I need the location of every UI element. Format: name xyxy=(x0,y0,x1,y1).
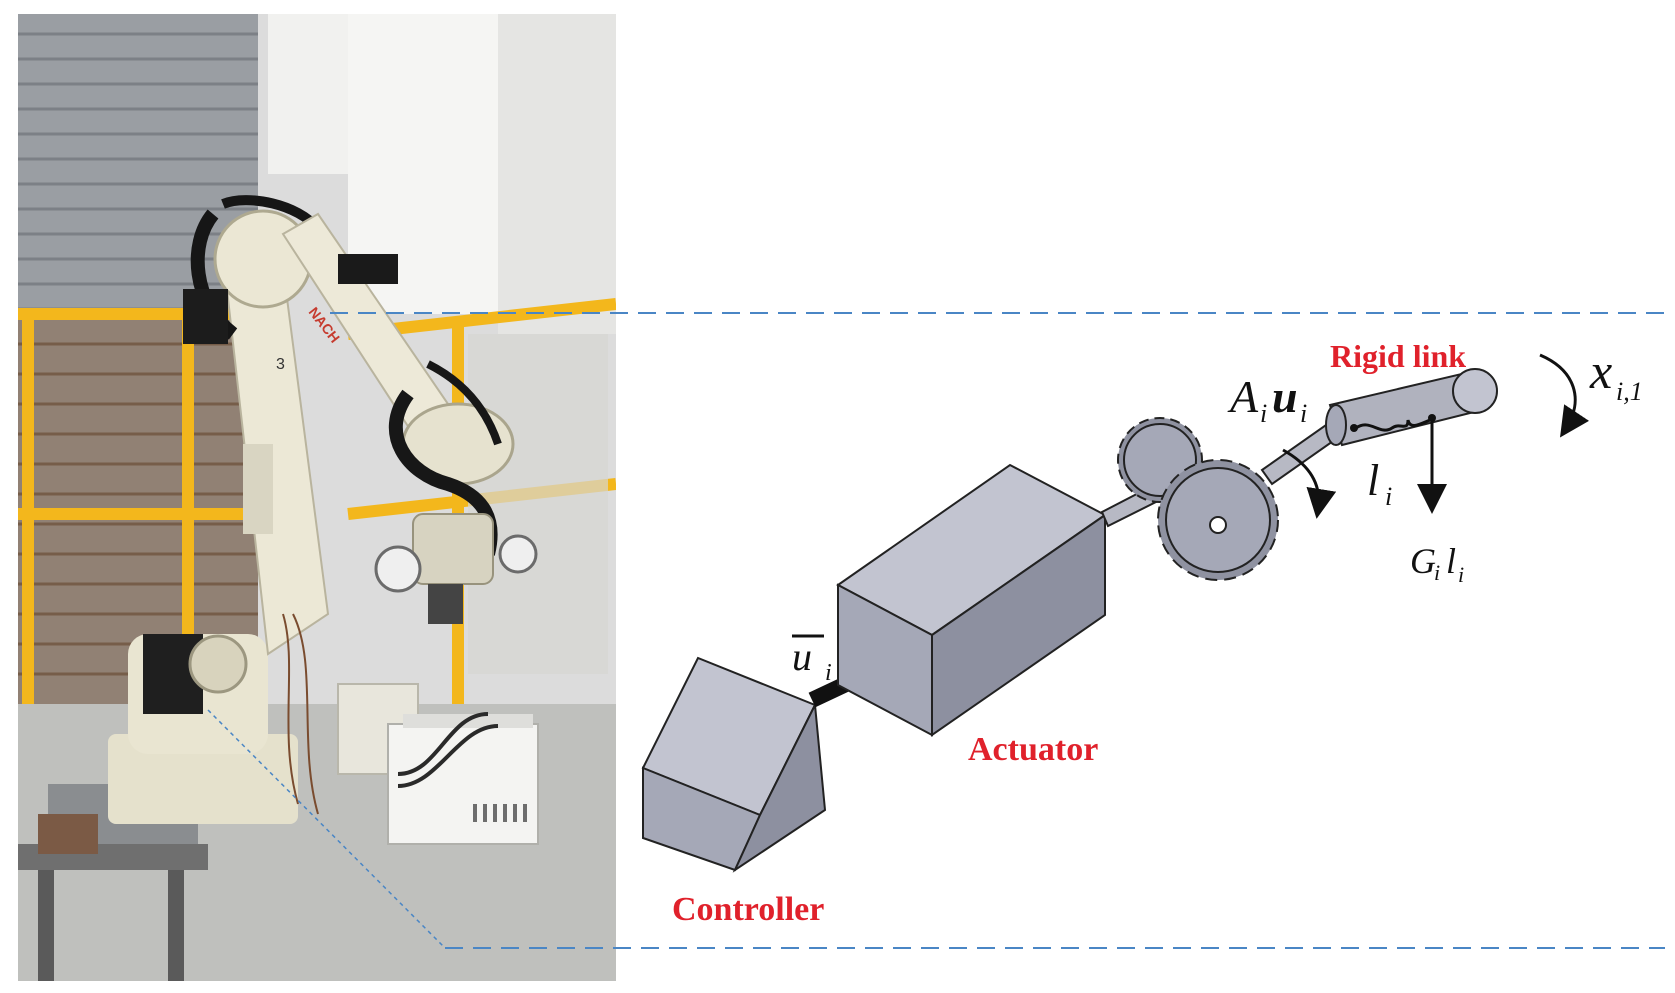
length-brace xyxy=(1355,418,1431,432)
length-subscript: i xyxy=(1385,482,1392,511)
input-subscript: i xyxy=(825,660,832,686)
rigid-link-label: Rigid link xyxy=(1330,338,1466,374)
robot-photo: 3 NACH xyxy=(18,14,616,981)
state-arrow xyxy=(1539,353,1590,438)
controller-block xyxy=(641,656,827,873)
input-symbol: u xyxy=(792,634,812,679)
gravity-l-symbol: l xyxy=(1446,541,1456,581)
gravity-G-subscript: i xyxy=(1434,560,1440,585)
rigid-link xyxy=(1325,368,1498,447)
torque-A-symbol: A xyxy=(1227,371,1259,422)
zoom-connector-line xyxy=(207,709,446,949)
large-gear xyxy=(1157,459,1279,581)
state-symbol: x xyxy=(1589,343,1612,399)
torque-u-symbol: u xyxy=(1272,371,1298,422)
robot-base xyxy=(108,734,298,824)
state-subscript: i,1 xyxy=(1616,377,1643,406)
axis-number: 3 xyxy=(276,356,285,373)
torque-A-subscript: i xyxy=(1260,399,1267,428)
gravity-l-subscript: i xyxy=(1458,562,1464,587)
length-symbol: l xyxy=(1367,456,1379,505)
actuator-block xyxy=(836,463,1107,737)
controller-label: Controller xyxy=(672,891,824,928)
tool-flange xyxy=(374,545,422,593)
actuator-label: Actuator xyxy=(968,731,1098,768)
torque-arrow xyxy=(1282,448,1337,519)
torque-u-subscript: i xyxy=(1300,399,1307,428)
robot-photo-illustration: 3 NACH xyxy=(18,14,616,981)
gravity-G-symbol: G xyxy=(1410,541,1436,581)
